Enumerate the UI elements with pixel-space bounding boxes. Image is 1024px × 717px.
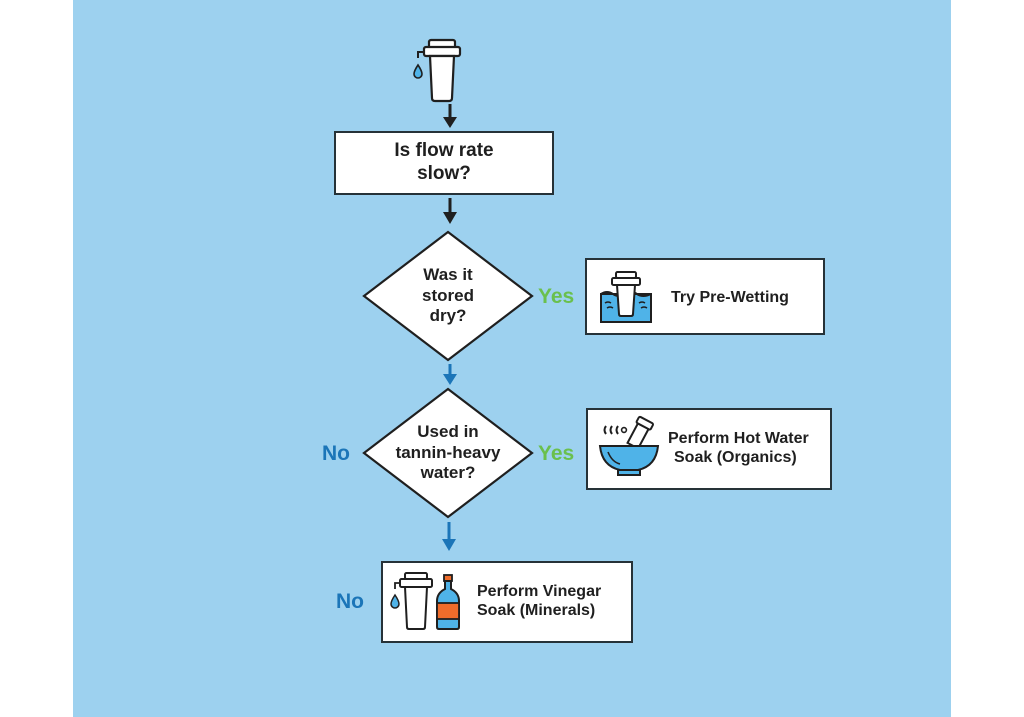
diamond-shape <box>362 230 534 362</box>
filter-and-vinegar-icon <box>390 572 460 630</box>
q2-text: Was it stored dry? <box>422 264 474 326</box>
action-vinegar-soak: Perform Vinegar Soak (Minerals) <box>381 561 633 643</box>
q3-yes-label: Yes <box>538 442 575 465</box>
a3-label: Perform Vinegar Soak (Minerals) <box>477 583 602 620</box>
water-filter-icon <box>413 38 462 103</box>
q2-yes-label: Yes <box>538 285 575 308</box>
arrow-q2-to-q3 <box>443 364 457 385</box>
a3-no-label: No <box>336 590 364 613</box>
action-pre-wetting: Try Pre-Wetting <box>585 258 825 335</box>
q3-text: Used in tannin-heavy water? <box>395 421 501 483</box>
arrow-q3-to-a3 <box>442 522 456 551</box>
a2-label: Perform Hot Water Soak (Organics) <box>668 430 809 467</box>
q1-text: Is flow rate slow? <box>394 140 494 184</box>
a1-label: Try Pre-Wetting <box>671 289 789 306</box>
hot-water-bowl-icon <box>598 415 660 476</box>
filter-in-water-icon <box>600 271 652 323</box>
action-hot-water-soak: Perform Hot Water Soak (Organics) <box>586 408 832 490</box>
arrow-start-to-q1 <box>443 104 457 128</box>
decision-stored-dry: Was it stored dry? <box>362 230 534 362</box>
q3-no-label: No <box>322 442 350 465</box>
arrow-q1-to-q2 <box>443 198 457 224</box>
diamond-shape <box>362 387 534 519</box>
step-flow-rate-question: Is flow rate slow? <box>334 131 554 195</box>
decision-tannin-water: Used in tannin-heavy water? <box>362 387 534 519</box>
